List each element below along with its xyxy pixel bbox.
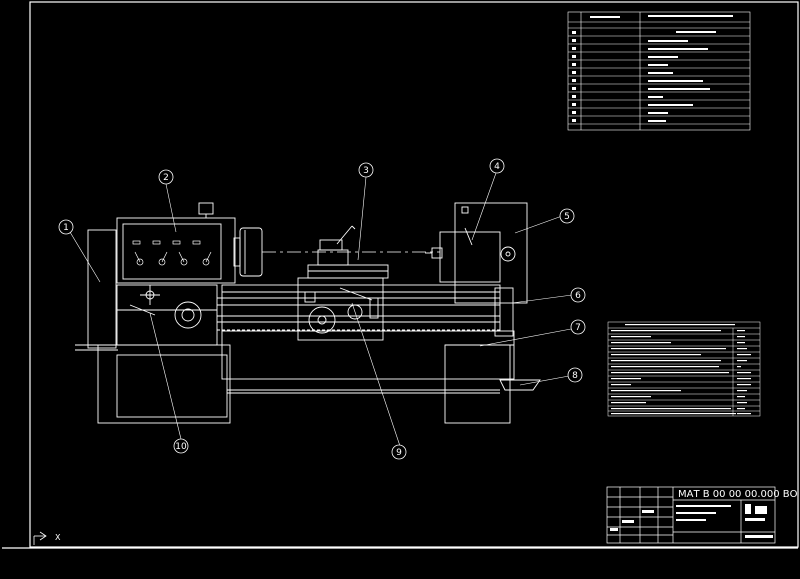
headstock [116,217,236,284]
base-left-cabinet [97,344,231,424]
callout-label-2: 2 [163,173,169,183]
callout-circle-10 [173,438,189,454]
callout-label-3: 3 [363,166,369,176]
chip-tray [499,379,541,391]
gearbox [116,284,218,346]
tool-post [319,239,343,251]
parts-list-text-marks [572,15,733,122]
title-block-code: МАТ В 00 00 00.000 ВО [678,489,798,500]
callout-label-7: 7 [575,323,581,333]
lathe-drawing [75,202,541,424]
base-right-cabinet [444,344,511,424]
base-middle-body [221,330,515,380]
chuck [239,227,263,277]
title-block [606,486,776,544]
callout-label-4: 4 [494,162,500,172]
callout-label-1: 1 [63,223,69,233]
specification-table [607,321,761,417]
callout-label-8: 8 [572,371,578,381]
callout-group: 1 2 3 4 5 6 7 8 9 10 [58,158,586,460]
callout-circle-6 [570,287,586,303]
callout-label-9: 9 [396,448,402,458]
tailstock [439,231,501,283]
cross-slide [307,264,389,279]
ucs-axis-icon [33,531,47,545]
lathe-left-housing [87,229,117,349]
lathe-right-end [454,202,528,304]
callout-label-6: 6 [575,291,581,301]
callout-leaders [69,172,573,447]
parts-list-table [567,11,751,131]
callout-circle-2 [158,169,174,185]
title-block-marks [610,504,773,538]
callout-circle-7 [570,319,586,335]
callout-circle-5 [559,208,575,224]
callout-circle-4 [489,158,505,174]
callout-circle-3 [358,162,374,178]
drawing-frame [2,1,799,549]
specification-text-marks [611,324,751,415]
callout-circle-1 [58,219,74,235]
callout-circle-9 [391,444,407,460]
callout-label-5: 5 [564,212,570,222]
callout-label-10: 10 [175,442,187,452]
axis-label: X [55,533,61,542]
callout-circle-8 [567,367,583,383]
